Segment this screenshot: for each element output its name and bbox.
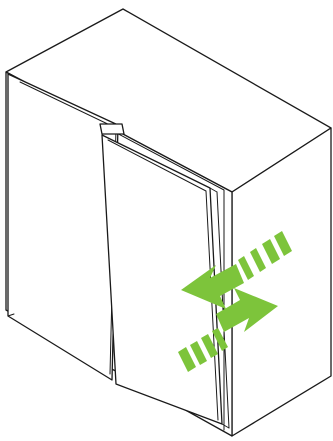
sliding-door <box>101 134 230 429</box>
arrow-out-icon <box>181 231 292 309</box>
door-rail <box>99 123 125 135</box>
arrow-in-icon <box>178 288 278 372</box>
left-door <box>7 73 119 381</box>
